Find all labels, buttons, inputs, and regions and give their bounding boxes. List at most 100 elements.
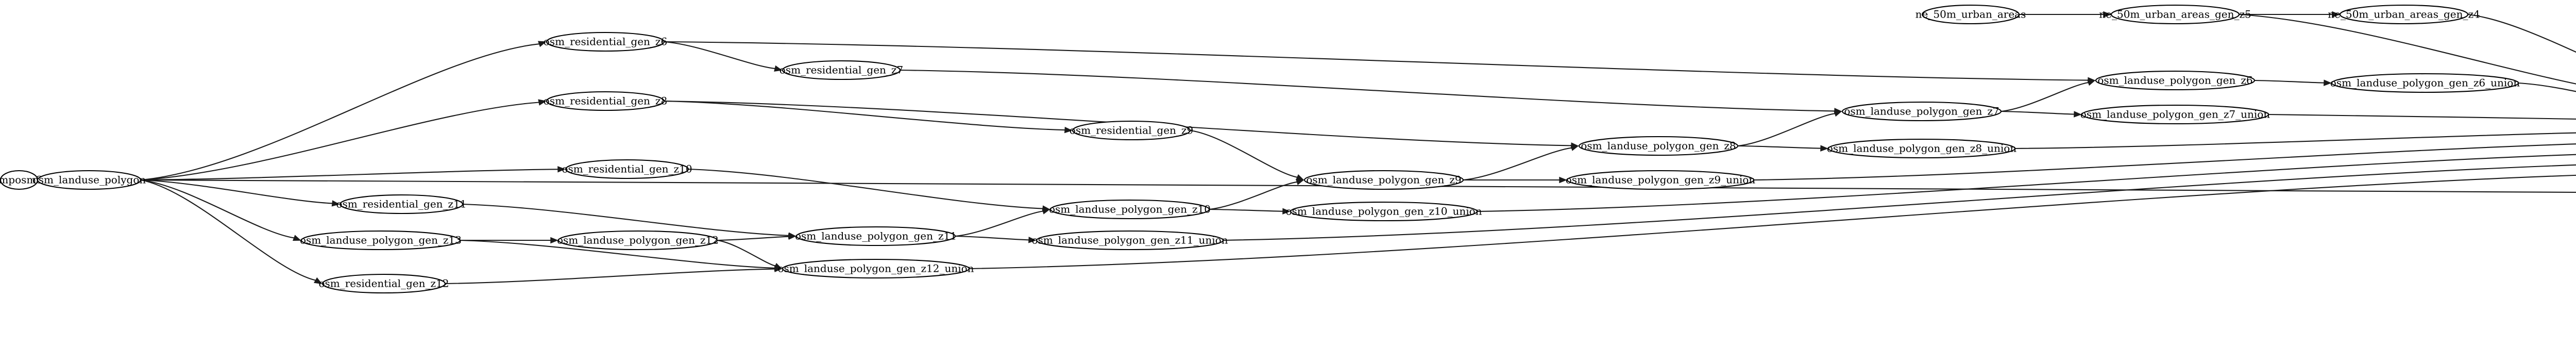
graph-edge-ne_50m_urban_areas_gen_z4--layer_landuse_z4 [2467, 13, 2576, 53]
edge-path [2001, 81, 2089, 112]
edge-path [1753, 143, 2576, 181]
node-label: osm_landuse_polygon [32, 174, 146, 186]
node-label: osm_residential_gen_z8 [544, 95, 667, 107]
node-label: osm_residential_gen_z9 [1070, 124, 1193, 137]
graph-node-osm_landuse_polygon_gen_z13[interactable]: osm_landuse_polygon_gen_z13 [300, 230, 462, 251]
edge-path [462, 203, 789, 236]
edge-path [140, 179, 333, 204]
graph-node-osm_landuse_polygon_gen_z9_union[interactable]: osm_landuse_polygon_gen_z9_union [1566, 170, 1755, 190]
graph-node-ne_50m_urban_areas_gen_z5[interactable]: ne_50m_urban_areas_gen_z5 [2099, 4, 2251, 25]
edge-path [2254, 79, 2325, 84]
graph-edge-osm_landuse_polygon--osm_residential_gen_z8 [140, 99, 547, 181]
graph-node-osm_residential_gen_z6[interactable]: osm_residential_gen_z6 [544, 31, 667, 52]
graph-node-osm_landuse_polygon_gen_z9[interactable]: osm_landuse_polygon_gen_z9 [1303, 170, 1464, 190]
edge-path [955, 210, 1043, 237]
graph-edge-osm_landuse_polygon_gen_z12_union--layer_landuse_z12 [969, 174, 2576, 270]
node-label: ne_50m_urban_areas_gen_z5 [2099, 8, 2251, 21]
edge-arrowhead [1820, 145, 1828, 152]
graph-node-ne_50m_urban_areas_gen_z4[interactable]: ne_50m_urban_areas_gen_z4 [2328, 4, 2480, 25]
graph-node-osm_landuse_polygon_gen_z6[interactable]: osm_landuse_polygon_gen_z6 [2095, 70, 2256, 91]
edge-arrowhead [331, 200, 340, 207]
graph-node-osm_landuse_polygon_gen_z7_union[interactable]: osm_landuse_polygon_gen_z7_union [2080, 104, 2270, 125]
graph-node-imposm3[interactable]: imposm3 [0, 170, 43, 190]
graph-edge-osm_landuse_polygon_gen_z11--osm_landuse_polygon_gen_z11_union [955, 235, 1037, 243]
graph-edge-osm_residential_gen_z9--osm_landuse_polygon_gen_z9 [1190, 129, 1304, 180]
graph-edge-osm_residential_gen_z8--osm_residential_gen_z9 [664, 100, 1073, 134]
graph-edge-osm_landuse_polygon_gen_z7--osm_landuse_polygon_gen_z6 [2001, 79, 2096, 112]
graph-node-osm_landuse_polygon_gen_z6_union[interactable]: osm_landuse_polygon_gen_z6_union [2330, 73, 2520, 93]
graph-node-osm_residential_gen_z11[interactable]: osm_residential_gen_z11 [336, 194, 467, 215]
graph-edge-osm_landuse_polygon--osm_landuse_polygon_gen_z13 [140, 179, 301, 241]
edge-path [2001, 110, 2075, 115]
graph-node-osm_residential_gen_z7[interactable]: osm_residential_gen_z7 [779, 60, 903, 80]
edge-arrowhead [292, 235, 301, 241]
edge-path [1737, 145, 1821, 149]
graph-node-osm_landuse_polygon_gen_z10_union[interactable]: osm_landuse_polygon_gen_z10_union [1285, 201, 1482, 222]
graph-node-osm_landuse_polygon_gen_z12_union[interactable]: osm_landuse_polygon_gen_z12_union [777, 258, 974, 279]
node-ellipse [37, 170, 142, 190]
graph-edge-osm_landuse_polygon_gen_z8--osm_landuse_polygon_gen_z8_union [1737, 145, 1828, 152]
node-label: osm_landuse_polygon_gen_z9_union [1566, 174, 1755, 186]
edge-path [688, 168, 1043, 209]
edge-arrowhead [773, 262, 783, 269]
graph-node-osm_residential_gen_z10[interactable]: osm_residential_gen_z10 [562, 159, 692, 179]
edge-path [955, 235, 1029, 241]
edge-arrowhead [2087, 79, 2096, 86]
edge-path [664, 41, 2089, 81]
graph-node-osm_residential_gen_z9[interactable]: osm_residential_gen_z9 [1070, 120, 1193, 141]
graph-node-osm_landuse_polygon_gen_z8_union[interactable]: osm_landuse_polygon_gen_z8_union [1827, 138, 2016, 159]
graph-edge-osm_landuse_polygon--osm_residential_gen_z12 [140, 179, 323, 284]
graph-edge-osm_landuse_polygon_gen_z7_union--layer_landuse_z7 [2268, 113, 2576, 120]
graph-edge-osm_landuse_polygon_gen_z6--osm_landuse_polygon_gen_z6_union [2254, 79, 2332, 86]
graph-edge-osm_residential_gen_z10--osm_landuse_polygon_gen_z10 [688, 168, 1050, 212]
edge-path [1477, 154, 2576, 212]
graph-edge-osm_landuse_polygon--osm_residential_gen_z11 [140, 179, 340, 207]
edge-path [1190, 129, 1298, 178]
graph-edge-osm_landuse_polygon_gen_z9--osm_landuse_polygon_gen_z9_union [1463, 176, 1567, 184]
edge-arrowhead [1834, 110, 1842, 117]
graph-edge-osm_residential_gen_z7--osm_landuse_polygon_gen_z7 [900, 69, 1842, 114]
node-ellipse [782, 258, 970, 279]
edge-arrowhead [537, 41, 547, 47]
edge-arrowhead [550, 237, 558, 244]
node-label: osm_landuse_polygon_gen_z10_union [1285, 205, 1482, 218]
graph-edge-osm_landuse_polygon_gen_z10--osm_landuse_polygon_gen_z10_union [1209, 208, 1291, 215]
node-ellipse [300, 230, 461, 251]
edge-path [1737, 113, 1835, 147]
graph-edge-osm_residential_gen_z12--osm_landuse_polygon_gen_z12_union [445, 266, 783, 285]
node-ellipse [1036, 230, 1224, 251]
graph-edge-osm_residential_gen_z6--osm_residential_gen_z7 [664, 41, 783, 72]
graph-node-osm_landuse_polygon_gen_z11_union[interactable]: osm_landuse_polygon_gen_z11_union [1031, 230, 1228, 251]
graph-edge-osm_landuse_polygon_gen_z10_union--layer_landuse_z10 [1477, 154, 2576, 212]
graph-edge-osm_landuse_polygon_gen_z9_union--layer_landuse_z9 [1753, 143, 2576, 181]
node-ellipse [1578, 136, 1739, 156]
node-ellipse [546, 91, 665, 111]
graph-node-osm_landuse_polygon_gen_z12[interactable]: osm_landuse_polygon_gen_z12 [557, 230, 719, 251]
graph-node-osm_landuse_polygon_gen_z8[interactable]: osm_landuse_polygon_gen_z8 [1578, 136, 1739, 156]
graph-node-ne_50m_urban_areas[interactable]: ne_50m_urban_areas [1916, 4, 2026, 25]
graph-node-osm_landuse_polygon[interactable]: osm_landuse_polygon [32, 170, 146, 190]
node-label: osm_landuse_polygon_gen_z8_union [1827, 142, 2016, 155]
graph-node-osm_landuse_polygon_gen_z11[interactable]: osm_landuse_polygon_gen_z11 [795, 226, 957, 246]
node-label: osm_landuse_polygon_gen_z13 [300, 234, 462, 246]
graph-edge-osm_landuse_polygon_gen_z12--osm_landuse_polygon_gen_z12_union [717, 239, 783, 269]
node-ellipse [782, 60, 901, 80]
graph-node-osm_residential_gen_z8[interactable]: osm_residential_gen_z8 [544, 91, 667, 111]
node-label: osm_landuse_polygon_gen_z8 [1581, 140, 1736, 152]
node-ellipse [1290, 201, 1478, 222]
node-ellipse [321, 273, 446, 294]
edge-path [900, 69, 1835, 112]
edge-path [664, 100, 1065, 131]
graph-edge-osm_landuse_polygon_gen_z8--osm_landuse_polygon_gen_z7 [1737, 110, 1842, 147]
graph-edge-osm_landuse_polygon_gen_z7--osm_landuse_polygon_gen_z7_union [2001, 110, 2082, 118]
graph-node-osm_landuse_polygon_gen_z7[interactable]: osm_landuse_polygon_gen_z7 [1841, 101, 2002, 122]
edge-arrowhead [1296, 179, 1304, 185]
edge-path [2268, 113, 2576, 120]
edge-path [140, 43, 539, 181]
node-label: osm_landuse_polygon_gen_z6 [2097, 74, 2252, 87]
node-label: ne_50m_urban_areas [1916, 8, 2026, 21]
graph-node-osm_landuse_polygon_gen_z10[interactable]: osm_landuse_polygon_gen_z10 [1049, 199, 1211, 220]
graph-node-osm_residential_gen_z12[interactable]: osm_residential_gen_z12 [318, 273, 449, 294]
node-ellipse [339, 194, 464, 215]
graph-edge-ne_50m_urban_areas_gen_z5--ne_50m_urban_areas_gen_z4 [2239, 11, 2340, 18]
